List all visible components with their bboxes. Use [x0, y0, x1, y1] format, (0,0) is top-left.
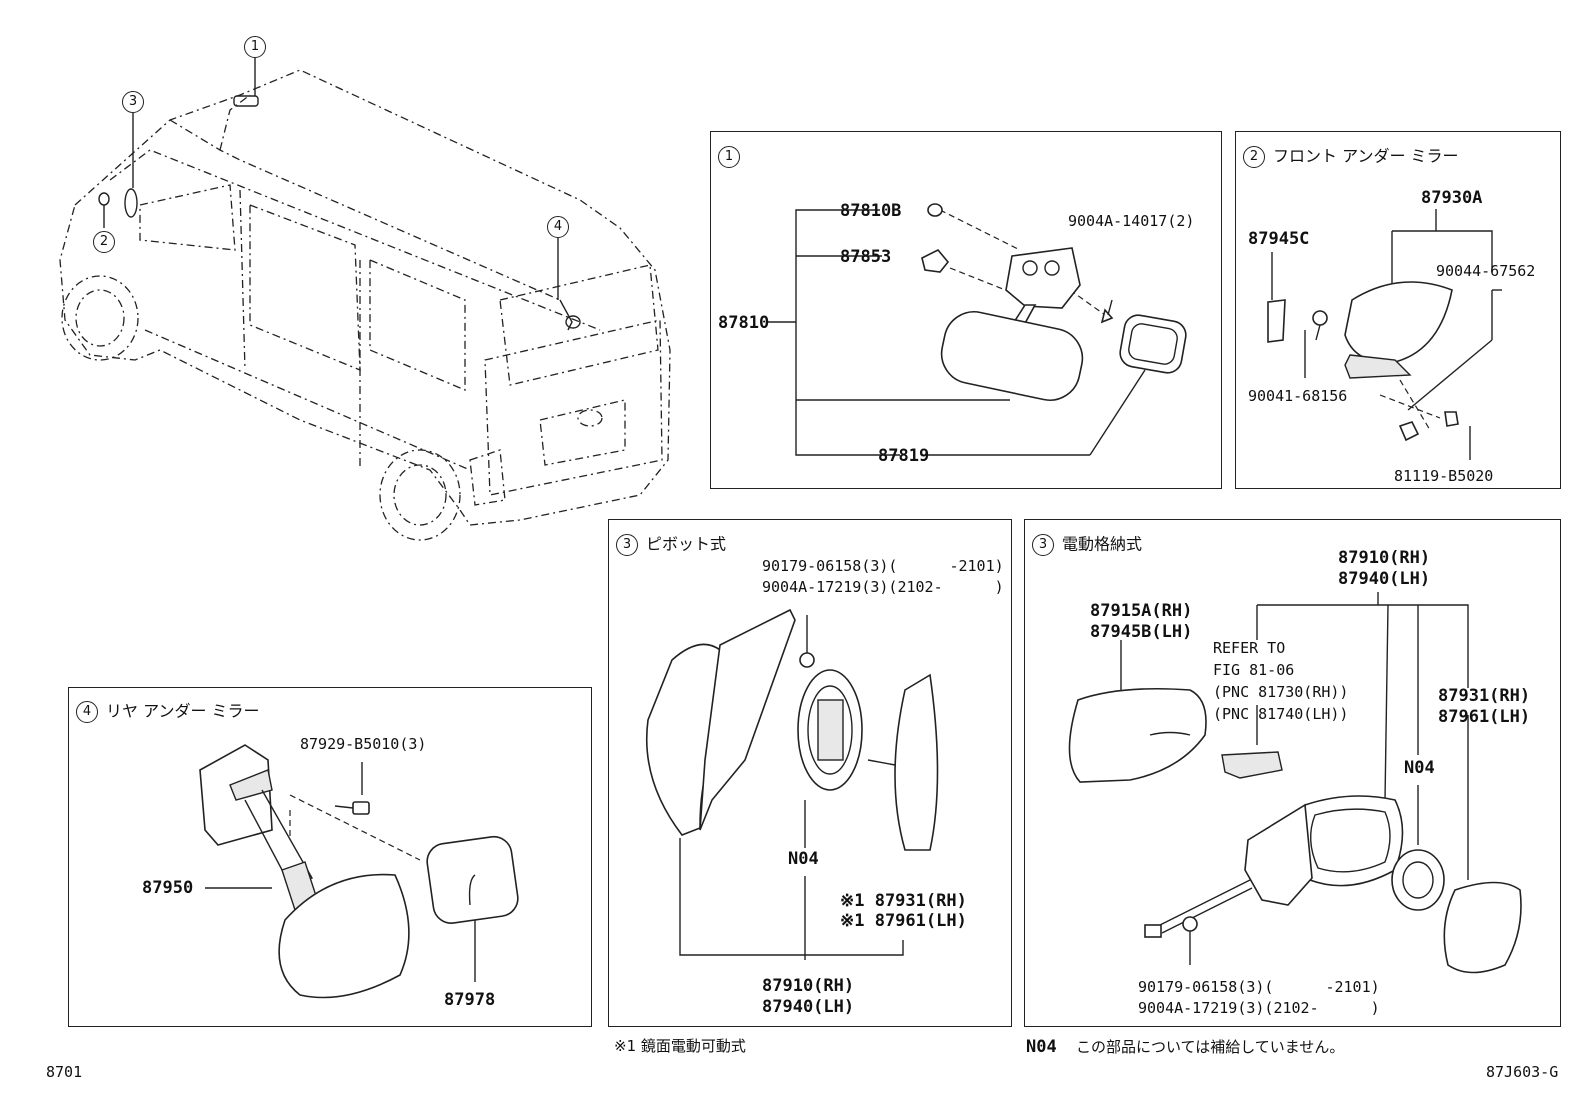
label-87931-fold: 87931(RH) — [1438, 686, 1531, 706]
van-outline — [59, 69, 671, 541]
label-87961-fold: 87961(LH) — [1438, 707, 1531, 727]
callout-2: 2 — [93, 231, 123, 253]
label-87978: 87978 — [444, 990, 496, 1010]
label-90041-68156: 90041-68156 — [1248, 387, 1348, 405]
inner-mirror-drawing — [767, 203, 1187, 456]
footnote-code-N04: N04 — [1026, 1037, 1057, 1057]
label-N04-pivot: N04 — [788, 849, 819, 869]
label-87945B: 87945B(LH) — [1090, 622, 1193, 642]
label-90179-06158-fold: 90179-06158(3)(-2101) — [1138, 978, 1380, 996]
label-87931-pivot: ※1 87931(RH) — [840, 891, 967, 911]
rear-under-mirror-drawing — [199, 744, 519, 999]
label-87910-fold: 87910(RH) — [1338, 548, 1431, 568]
label-87915A: 87915A(RH) — [1090, 601, 1193, 621]
callout-3: 3 — [122, 91, 152, 113]
footnote-not-supplied: この部品については補給していません。 — [1076, 1038, 1345, 1056]
label-N04-fold: N04 — [1404, 758, 1435, 778]
panel-inner-mirror-number: 1 — [718, 146, 748, 168]
label-90179-06158-pivot: 90179-06158(3)(-2101) — [762, 557, 1004, 575]
figure-code-right: 87J603-G — [1486, 1063, 1559, 1081]
figure-code-left: 8701 — [46, 1063, 83, 1081]
label-87810B: 87810B — [840, 201, 902, 221]
label-81119-B5020: 81119-B5020 — [1394, 467, 1494, 485]
callout-4: 4 — [547, 216, 577, 238]
callout-leaders — [103, 58, 559, 300]
label-87940-pivot: 87940(LH) — [762, 997, 855, 1017]
panel-front-under-mirror — [1235, 131, 1561, 489]
refer-to-line2: FIG 81-06 — [1213, 661, 1295, 679]
label-9004A-17219-pivot: 9004A-17219(3)(2102-) — [762, 578, 1004, 596]
label-87940-fold: 87940(LH) — [1338, 569, 1431, 589]
panel-power-fold-mirror — [1024, 519, 1561, 1027]
label-87930A: 87930A — [1421, 188, 1483, 208]
refer-to-line4: (PNC 81740(LH)) — [1213, 705, 1349, 723]
label-9004A-14017: 9004A-14017(2) — [1068, 212, 1195, 230]
label-90044-67562: 90044-67562 — [1436, 262, 1536, 280]
callout-1: 1 — [244, 36, 274, 58]
refer-to-line3: (PNC 81730(RH)) — [1213, 683, 1349, 701]
footnote-pivot: ※1 鏡面電動可動式 — [614, 1037, 746, 1055]
label-87853: 87853 — [840, 247, 892, 267]
panel-pivot-mirror — [608, 519, 1012, 1027]
front-under-mirror-drawing — [1267, 209, 1502, 460]
label-87819: 87819 — [878, 446, 930, 466]
refer-to-line1: REFER TO — [1213, 639, 1286, 657]
power-fold-mirror-drawing — [1068, 592, 1522, 974]
pivot-mirror-drawing — [645, 608, 939, 960]
panel-rear-under-mirror — [68, 687, 592, 1027]
label-87950: 87950 — [142, 878, 194, 898]
label-87961-pivot: ※1 87961(LH) — [840, 911, 967, 931]
label-87929-B5010: 87929-B5010(3) — [300, 735, 427, 753]
label-87945C: 87945C — [1248, 229, 1310, 249]
label-87810: 87810 — [718, 313, 770, 333]
panel-inner-mirror — [710, 131, 1222, 489]
label-9004A-17219-fold: 9004A-17219(3)(2102-) — [1138, 999, 1380, 1017]
label-87910-pivot: 87910(RH) — [762, 976, 855, 996]
